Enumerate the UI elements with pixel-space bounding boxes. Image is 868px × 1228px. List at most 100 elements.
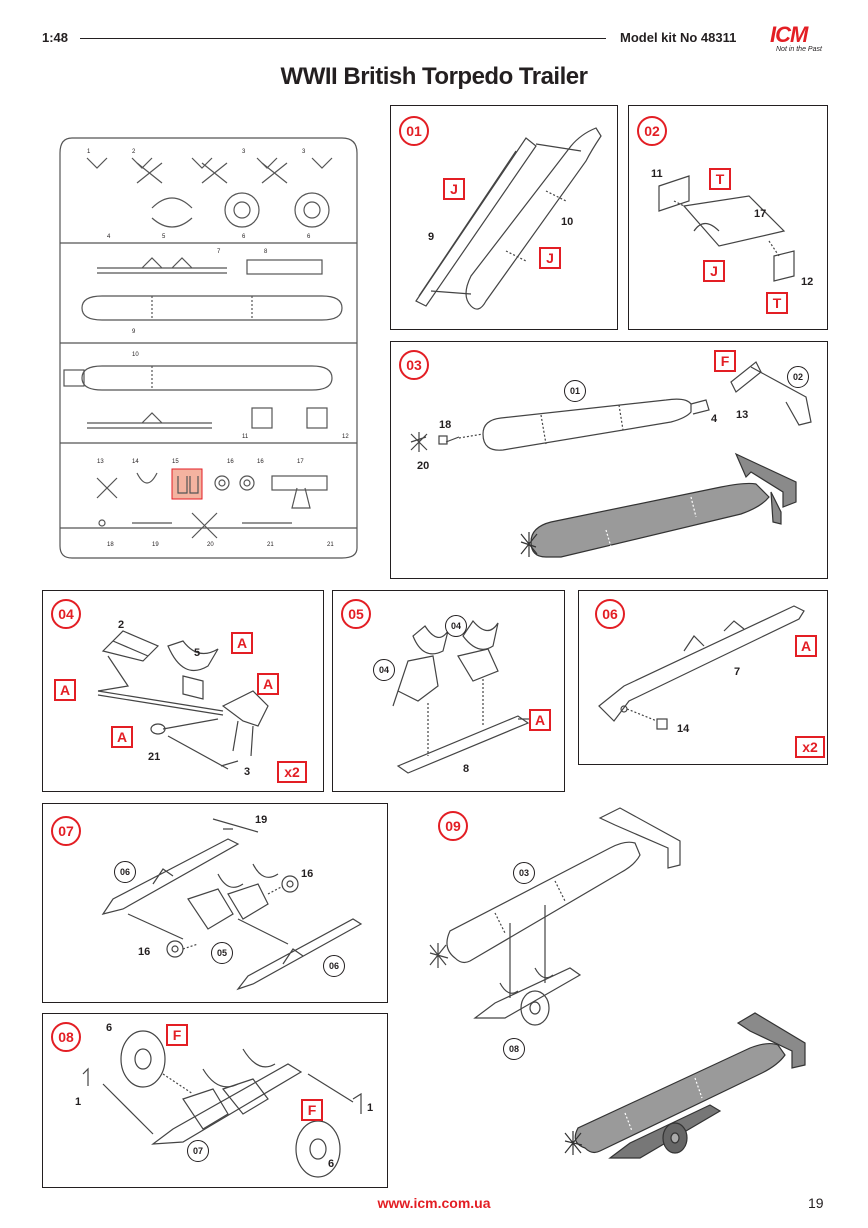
- step-04-part-3: 3: [244, 766, 251, 778]
- step-06-part-14: 14: [677, 723, 690, 735]
- svg-text:4: 4: [107, 234, 111, 240]
- step-03-ref-02: 02: [787, 366, 809, 388]
- step-03-callout-f: F: [714, 350, 736, 372]
- step-09-drawing: [429, 807, 806, 1159]
- svg-text:7: 7: [217, 249, 221, 255]
- step-05-callout-a: A: [529, 709, 551, 731]
- step-08-panel: 08 F F 07 6 1 1 6: [42, 1013, 388, 1188]
- step-07-part-19: 19: [255, 814, 268, 826]
- step-04-badge: 04: [51, 599, 81, 629]
- step-07-drawing: [101, 818, 363, 991]
- step-02-part-11: 11: [651, 168, 663, 180]
- step-04-part-21: 21: [148, 751, 161, 763]
- step-07-badge: 07: [51, 816, 81, 846]
- step-02-drawing: [658, 175, 795, 282]
- svg-text:14: 14: [132, 459, 139, 465]
- step-02-part-12: 12: [801, 276, 814, 288]
- step-08-callout-f-bottom: F: [301, 1099, 323, 1121]
- step-08-drawing: [82, 1030, 362, 1178]
- step-04-callout-a-bottom: A: [111, 726, 133, 748]
- step-03-part-4: 4: [711, 413, 718, 425]
- svg-text:21: 21: [327, 542, 334, 548]
- scale-label: 1:48: [42, 30, 69, 45]
- step-01-drawing: [415, 127, 602, 310]
- svg-text:6: 6: [242, 234, 246, 240]
- step-03-badge: 03: [399, 350, 429, 380]
- step-09-badge: 09: [438, 811, 468, 841]
- step-05-panel: 05 A 04 04 8: [332, 590, 565, 792]
- step-03-part-20: 20: [417, 460, 430, 472]
- step-05-part-8: 8: [463, 763, 470, 775]
- brand-tagline: Not in the Past: [776, 46, 822, 53]
- step-06-part-7: 7: [734, 666, 741, 678]
- step-09-ref-08: 08: [503, 1038, 525, 1060]
- step-06-panel: 06 A x2 7 14: [578, 590, 828, 765]
- page-title: WWII British Torpedo Trailer: [280, 63, 588, 90]
- step-02-callout-t-top: T: [709, 168, 731, 190]
- step-04-callout-a-left: A: [54, 679, 76, 701]
- svg-text:9: 9: [132, 329, 136, 335]
- svg-text:16: 16: [257, 459, 264, 465]
- step-07-ref-06-right: 06: [323, 955, 345, 977]
- step-07-panel: 07 06 05 06 19 16 16: [42, 803, 388, 1003]
- step-04-panel: 04 A A A A x2 2 5 21 3: [42, 590, 324, 792]
- step-08-part-6-top: 6: [106, 1022, 113, 1034]
- svg-text:8: 8: [264, 249, 268, 255]
- step-01-callout-j-top: J: [443, 178, 465, 200]
- step-07-ref-05: 05: [211, 942, 233, 964]
- step-01-badge: 01: [399, 116, 429, 146]
- svg-text:13: 13: [97, 459, 104, 465]
- svg-text:1: 1: [87, 149, 91, 155]
- step-07-part-16-left: 16: [138, 946, 151, 958]
- step-01-panel: 01 J J 9 10: [390, 105, 618, 330]
- step-06-multiplier: x2: [795, 736, 825, 758]
- step-02-badge: 02: [637, 116, 667, 146]
- svg-text:15: 15: [172, 459, 179, 465]
- step-03-drawing: [410, 361, 812, 558]
- step-02-panel: 02 T J T 11 17 12: [628, 105, 828, 330]
- svg-text:3: 3: [242, 149, 246, 155]
- step-05-ref-04-left: 04: [373, 659, 395, 681]
- svg-text:20: 20: [207, 542, 214, 548]
- brand-logo: ICM Not in the Past: [770, 22, 830, 58]
- step-04-part-5: 5: [194, 647, 201, 659]
- step-02-callout-j: J: [703, 260, 725, 282]
- step-06-callout-a: A: [795, 635, 817, 657]
- step-04-multiplier: x2: [277, 761, 307, 783]
- svg-text:18: 18: [107, 542, 114, 548]
- header-rule: [80, 38, 606, 39]
- step-01-part-9: 9: [428, 231, 435, 243]
- step-03-panel: 03 F 01 02 18 20 4 13: [390, 341, 828, 579]
- step-06-drawing: [598, 605, 805, 730]
- step-04-drawing: [97, 630, 269, 770]
- svg-text:3: 3: [302, 149, 306, 155]
- step-06-badge: 06: [595, 599, 625, 629]
- step-09-ref-03: 03: [513, 862, 535, 884]
- brand-name: ICM: [770, 22, 808, 47]
- svg-text:19: 19: [152, 542, 159, 548]
- step-02-part-17: 17: [754, 208, 767, 220]
- svg-text:2: 2: [132, 149, 136, 155]
- step-08-callout-f-top: F: [166, 1024, 188, 1046]
- step-08-ref-07: 07: [187, 1140, 209, 1162]
- step-08-badge: 08: [51, 1022, 81, 1052]
- step-03-ref-01: 01: [564, 380, 586, 402]
- step-03-part-18: 18: [439, 419, 452, 431]
- step-01-callout-j-bottom: J: [539, 247, 561, 269]
- svg-text:12: 12: [342, 434, 349, 440]
- step-08-part-1-left: 1: [75, 1096, 82, 1108]
- svg-text:11: 11: [242, 434, 249, 440]
- step-05-badge: 05: [341, 599, 371, 629]
- step-07-ref-06-left: 06: [114, 861, 136, 883]
- step-08-part-6-bottom: 6: [328, 1158, 335, 1170]
- step-02-callout-t-bottom: T: [766, 292, 788, 314]
- svg-text:10: 10: [132, 352, 139, 358]
- page-number: 19: [808, 1195, 824, 1211]
- svg-text:5: 5: [162, 234, 166, 240]
- step-04-callout-a-right: A: [257, 673, 279, 695]
- step-09-area: 09 03 08: [400, 803, 828, 1188]
- footer-url[interactable]: www.icm.com.ua: [377, 1195, 491, 1211]
- step-05-ref-04-right: 04: [445, 615, 467, 637]
